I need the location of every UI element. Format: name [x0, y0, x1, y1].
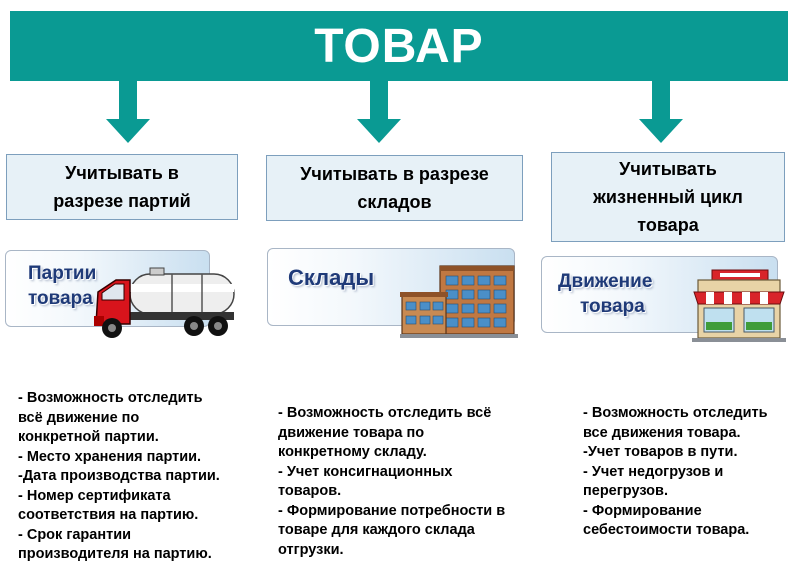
list-item: - Формирование [583, 502, 702, 519]
shop-icon [690, 268, 788, 349]
topic-line: товара [637, 215, 699, 235]
card-label: Склады [288, 265, 375, 290]
topic-box-warehouses: Учитывать в разрезе складов [266, 155, 523, 221]
list-item: отгрузки. [278, 541, 344, 558]
list-item: - Номер сертификата [18, 487, 171, 504]
topic-line: складов [357, 192, 432, 212]
list-item: - Место хранения партии. [18, 448, 202, 465]
list-item: -Дата производства партии. [18, 468, 220, 484]
page-title: ТОВАР [314, 19, 484, 73]
list-item: -Учет товаров в пути. [583, 444, 738, 460]
list-item: - Возможность отследить всё [278, 405, 492, 421]
list-item: - Учет недогрузов и [583, 463, 724, 480]
feature-list-batches: - Возможность отследить всё движение по … [18, 389, 220, 565]
arrow-down-icon [106, 81, 150, 143]
tank-truck-icon [90, 262, 240, 353]
topic-line: Учитывать в [65, 163, 179, 183]
list-item: - Возможность отследить [583, 405, 768, 421]
arrow-down-icon [357, 81, 401, 143]
list-item: производителя на партию. [18, 546, 212, 562]
list-item: конкретной партии. [18, 429, 159, 445]
list-item: - Формирование потребности в [278, 502, 506, 519]
topic-line: жизненный цикл [593, 187, 743, 207]
header-bar: ТОВАР [10, 11, 788, 81]
list-item: движение товара по [278, 424, 425, 441]
list-item: товаре для каждого склада [278, 522, 475, 538]
list-item: соответствия на партию. [18, 507, 199, 523]
card-label: Движение товара [558, 271, 653, 317]
list-item: себестоимости товара. [583, 522, 750, 538]
list-item: - Срок гарантии [18, 526, 132, 543]
topic-line: разрезе партий [53, 191, 191, 211]
warehouse-building-icon [400, 262, 520, 347]
list-item: конкретному складу. [278, 444, 427, 460]
list-item: все движения товара. [583, 424, 741, 441]
topic-line: Учитывать в разрезе [300, 164, 489, 184]
topic-line: Учитывать [619, 159, 717, 179]
list-item: всё движение по [18, 409, 140, 426]
arrow-down-icon [639, 81, 683, 143]
list-item: - Учет консигнационных [278, 463, 453, 480]
card-label: Партии товара [28, 263, 97, 309]
topic-box-lifecycle: Учитывать жизненный цикл товара [551, 152, 785, 242]
feature-list-warehouses: - Возможность отследить всё движение тов… [278, 404, 505, 560]
list-item: товаров. [278, 483, 342, 499]
topic-box-batches: Учитывать в разрезе партий [6, 154, 238, 220]
list-item: - Возможность отследить [18, 390, 203, 406]
list-item: перегрузов. [583, 483, 668, 499]
feature-list-movement: - Возможность отследить все движения тов… [583, 404, 768, 541]
